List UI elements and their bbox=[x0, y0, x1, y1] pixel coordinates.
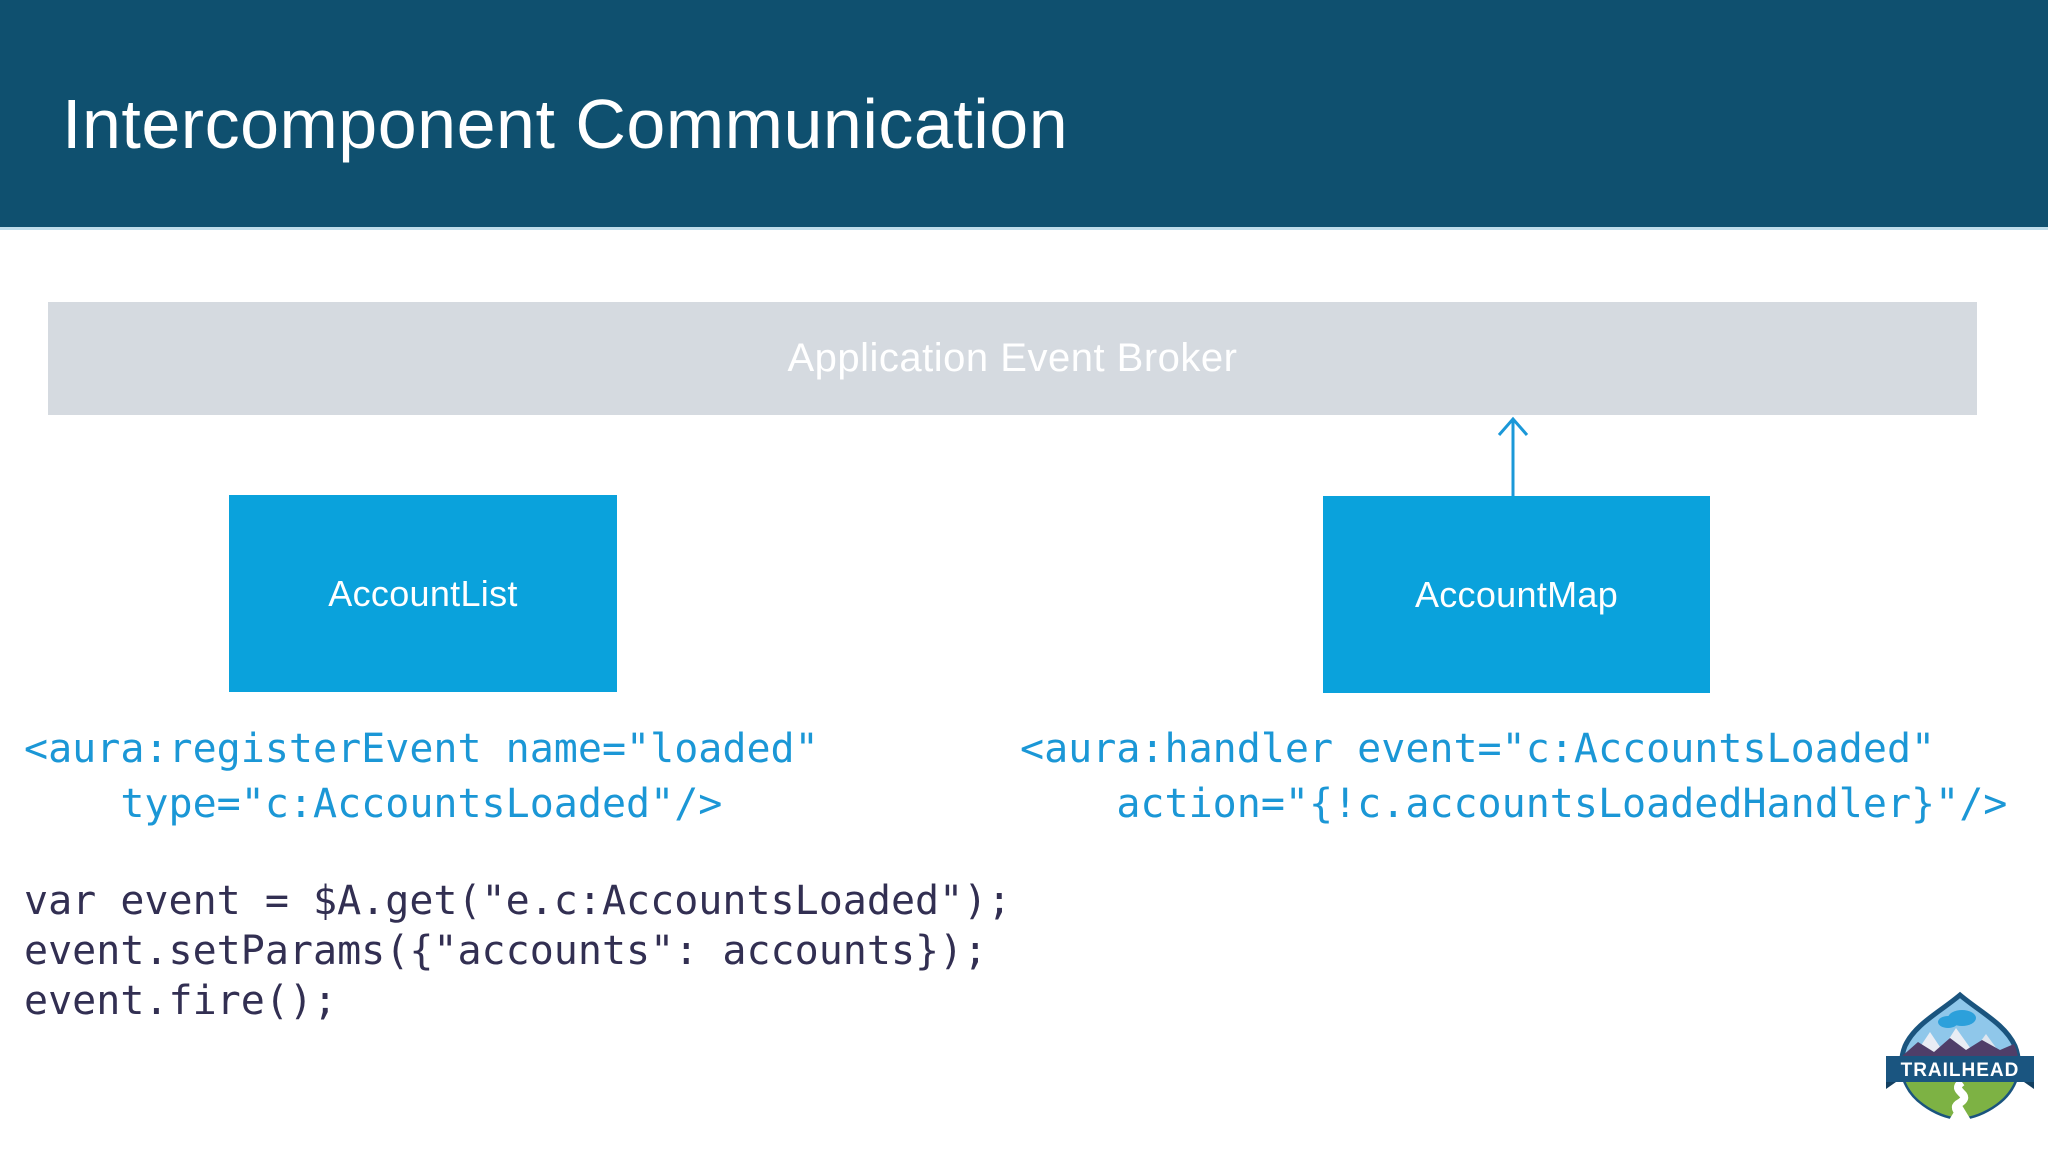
title-bar: Intercomponent Communication bbox=[0, 0, 2048, 230]
code-line: <aura:handler event="c:AccountsLoaded" bbox=[1020, 726, 1936, 772]
code-line: action="{!c.accountsLoadedHandler}"/> bbox=[1020, 781, 2008, 827]
code-register-event: <aura:registerEvent name="loaded" type="… bbox=[24, 722, 819, 832]
component-label: AccountList bbox=[328, 572, 518, 614]
broker-bar: Application Event Broker bbox=[48, 302, 1977, 415]
trailhead-logo-icon: TRAILHEAD bbox=[1886, 991, 2034, 1125]
component-box-account-list: AccountList bbox=[229, 495, 617, 692]
code-handler: <aura:handler event="c:AccountsLoaded" a… bbox=[1020, 722, 2007, 832]
page-title: Intercomponent Communication bbox=[62, 85, 1069, 163]
event-arrow-icon bbox=[1497, 416, 1529, 498]
component-box-account-map: AccountMap bbox=[1323, 496, 1710, 693]
code-line: event.setParams({"accounts": accounts}); bbox=[24, 928, 988, 974]
code-line: <aura:registerEvent name="loaded" bbox=[24, 726, 819, 772]
code-line: event.fire(); bbox=[24, 978, 338, 1024]
broker-label: Application Event Broker bbox=[787, 336, 1238, 380]
trailhead-banner-label: TRAILHEAD bbox=[1901, 1060, 2020, 1081]
code-line: type="c:AccountsLoaded"/> bbox=[24, 781, 723, 827]
code-fire-event: var event = $A.get("e.c:AccountsLoaded")… bbox=[24, 876, 1011, 1026]
code-line: var event = $A.get("e.c:AccountsLoaded")… bbox=[24, 878, 1012, 924]
component-label: AccountMap bbox=[1414, 573, 1619, 615]
